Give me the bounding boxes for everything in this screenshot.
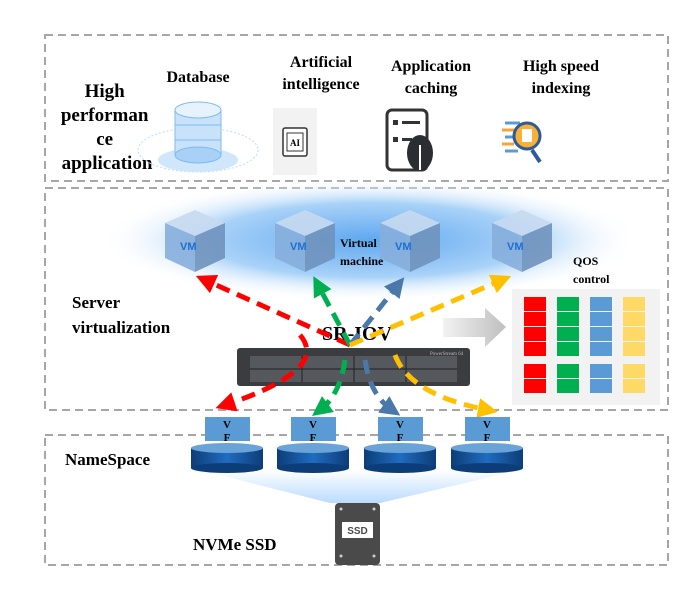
qos-block [557, 297, 579, 311]
ai-chip-icon: AI [273, 108, 317, 175]
qos-block [623, 379, 645, 393]
qos-block [557, 342, 579, 356]
qos-block [557, 312, 579, 326]
vm-cube-icon: VM [380, 210, 440, 272]
qos-block [623, 312, 645, 326]
vm-text: VM [290, 241, 307, 253]
qos-block [557, 364, 579, 378]
vm-cube-icon: VM [275, 210, 335, 272]
qos-block [590, 379, 612, 393]
qos-block [623, 327, 645, 341]
vm-text: VM [395, 241, 412, 253]
arrow-yellow-down [392, 354, 498, 418]
vf-box [291, 417, 336, 441]
ssd-icon: SSD [335, 503, 380, 565]
qos-block [623, 297, 645, 311]
arrow-blue-down [362, 359, 401, 416]
virtualization-section-box [44, 187, 669, 411]
qos-block [590, 297, 612, 311]
qos-block [590, 342, 612, 356]
arrow-blue-up [348, 277, 405, 347]
nvme-ssd-label: NVMe SSD [193, 535, 277, 554]
vf-box [378, 417, 423, 441]
qos-block [557, 379, 579, 393]
vm-text: VM [507, 241, 524, 253]
qos-arrow [443, 308, 506, 347]
app-cache-icon [385, 108, 433, 172]
qos-block [623, 364, 645, 378]
vf-box [205, 417, 250, 441]
svg-text:PowerStream 64: PowerStream 64 [430, 352, 464, 357]
qos-block [524, 312, 546, 326]
qos-block [524, 379, 546, 393]
app-label-database: Database [166, 69, 229, 86]
section-label-high-performance: High performan ce application [61, 81, 153, 174]
qos-block [524, 297, 546, 311]
server-icon: PowerStream 64 [237, 348, 470, 386]
qos-block [557, 327, 579, 341]
qos-block [524, 327, 546, 341]
qos-block [623, 342, 645, 356]
ssd-light-cone [200, 470, 520, 503]
namespace-label: NameSpace [65, 450, 150, 469]
qos-block [590, 312, 612, 326]
vm-cloud-glow [100, 178, 640, 302]
vm-text: VM [180, 241, 197, 253]
arrow-red-up [195, 274, 352, 348]
database-icon [137, 101, 259, 173]
vf-box [465, 417, 510, 441]
arrow-green-down [312, 359, 348, 417]
arrow-green-up [313, 276, 353, 347]
vm-cubes: VM VM VM VM [165, 210, 552, 272]
sriov-arrows [195, 274, 512, 418]
qos-block [590, 364, 612, 378]
qos-blocks [524, 297, 645, 393]
qos-block [524, 342, 546, 356]
arrow-yellow-up [349, 274, 512, 348]
vm-cube-icon: VM [165, 210, 225, 272]
arrow-red-down [215, 333, 310, 412]
svg-text:AI: AI [290, 138, 300, 148]
vm-cube-icon: VM [492, 210, 552, 272]
qos-block [524, 364, 546, 378]
svg-text:SSD: SSD [347, 526, 368, 537]
qos-block [590, 327, 612, 341]
search-document-icon [502, 121, 542, 164]
